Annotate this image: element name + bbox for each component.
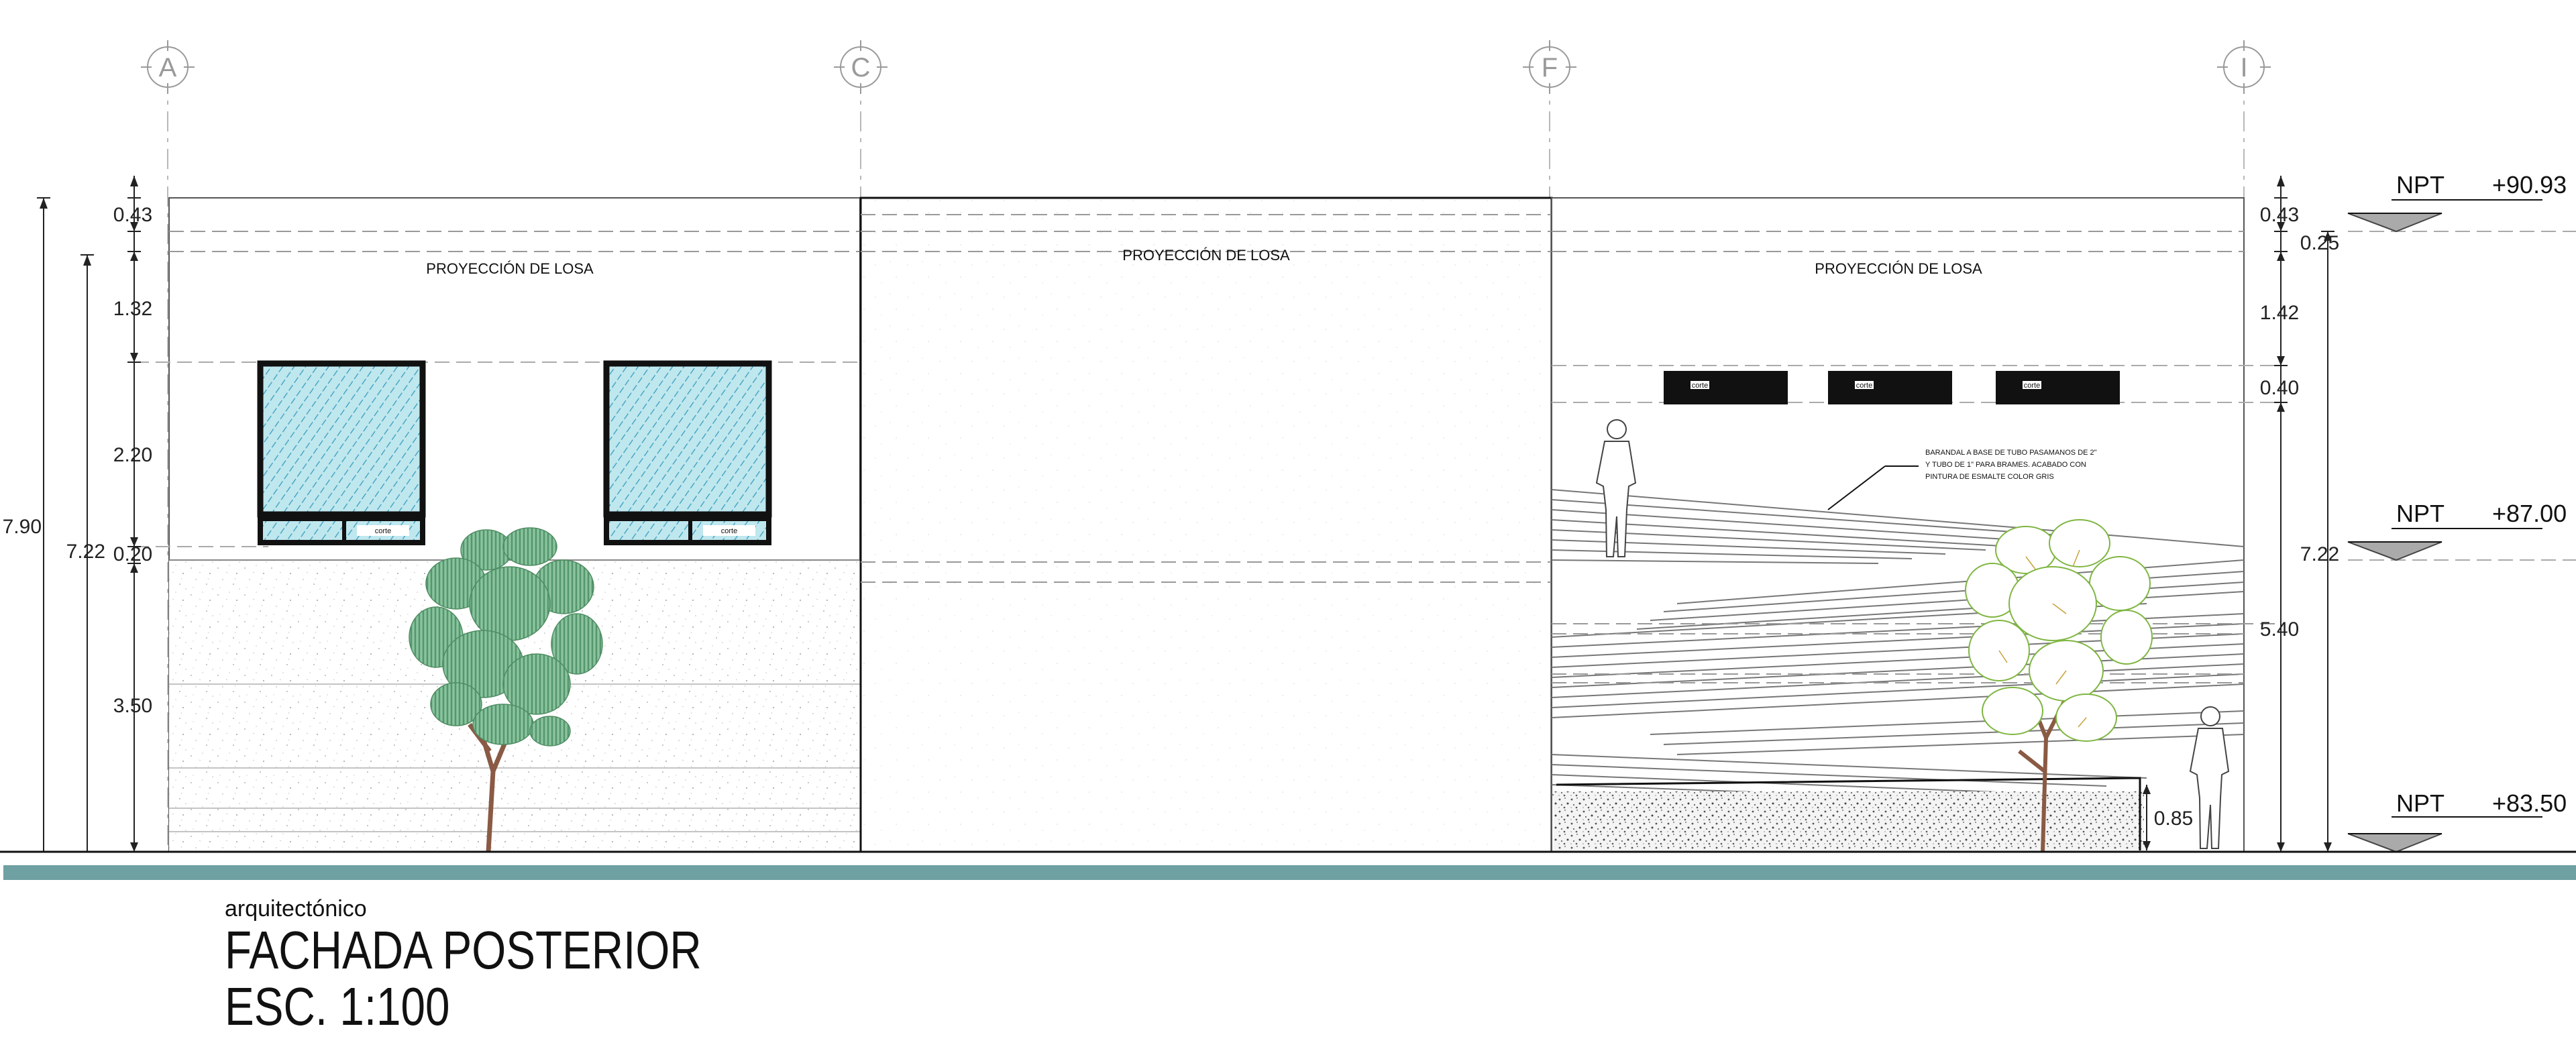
drawing-title: FACHADA POSTERIOR (225, 920, 702, 980)
panel-corte-label-3: corte (2024, 382, 2040, 390)
black-panels: corte corte corte (1664, 371, 2120, 404)
drawing-subtitle: arquitectónico (225, 896, 367, 922)
center-block (859, 197, 1553, 853)
dim-right-side-2: 7.22 (2300, 543, 2339, 565)
dim-left-seg-1: 0.43 (113, 204, 152, 226)
dim-right-side-1: 0.25 (2300, 232, 2339, 254)
barandal-note-line-1: BARANDAL A BASE DE TUBO PASAMANOS DE 2" (1925, 449, 2097, 457)
level-bottom-label: NPT (2396, 789, 2445, 817)
level-marker-bottom: NPT +83.50 (2347, 789, 2567, 853)
losa-label-right: PROYECCIÓN DE LOSA (1815, 260, 1982, 277)
losa-label-left: PROYECCIÓN DE LOSA (426, 260, 594, 277)
axis-label-a: A (159, 53, 177, 82)
tree-right (1965, 519, 2153, 852)
panel-corte-label-1: corte (1692, 382, 1708, 390)
right-facade (1551, 197, 2281, 852)
dim-right-seg-2: 1.42 (2260, 302, 2299, 324)
axis-bubble-i: I (2217, 40, 2271, 94)
level-bottom-value: +83.50 (2492, 789, 2567, 817)
losa-label-center: PROYECCIÓN DE LOSA (1122, 247, 1290, 264)
window-corte-label-2: corte (721, 527, 737, 535)
tree-left (409, 527, 603, 852)
axis-label-i: I (2240, 53, 2247, 82)
barandal-note-line-2: Y TUBO DE 1" PARA BRAMES. ACABADO CON (1925, 461, 2086, 469)
level-marker-top: NPT +90.93 (2347, 171, 2576, 233)
level-mid-label: NPT (2396, 500, 2445, 527)
axis-label-f: F (1542, 53, 1558, 82)
window-left-1: corte (257, 360, 426, 545)
human-figure-upper (1595, 419, 1637, 557)
dim-right-seg-1: 0.43 (2260, 204, 2299, 226)
level-mid-value: +87.00 (2492, 500, 2567, 527)
axis-label-c: C (851, 53, 871, 82)
axis-bubble-c: C (834, 40, 888, 94)
dim-right (2143, 176, 2334, 852)
dim-rail-height: 0.85 (2154, 808, 2193, 830)
barandal-note: BARANDAL A BASE DE TUBO PASAMANOS DE 2" … (1827, 449, 2097, 510)
window-left-2: corte (603, 360, 772, 545)
dim-left-total-2: 7.22 (66, 541, 105, 563)
dim-left-seg-2: 1.32 (113, 298, 152, 320)
title-block: arquitectónico FACHADA POSTERIOR ESC. 1:… (225, 895, 806, 1035)
axis-bubble-f: F (1523, 40, 1576, 94)
window-corte-label-1: corte (375, 527, 391, 535)
axis-bubble-a: A (141, 40, 195, 94)
ground-band (3, 865, 2576, 880)
human-figure-lower (2189, 706, 2230, 849)
dim-left-seg-3: 2.20 (113, 444, 152, 466)
dim-left-total-1: 7.90 (3, 516, 42, 538)
barandal-note-line-3: PINTURA DE ESMALTE COLOR GRIS (1925, 473, 2054, 481)
drawing-scale: ESC. 1:100 (225, 977, 450, 1036)
dim-left (37, 176, 141, 852)
panel-corte-label-2: corte (1856, 382, 1872, 390)
dim-left-seg-5: 3.50 (113, 695, 152, 717)
level-top-value: +90.93 (2492, 171, 2567, 199)
dim-right-seg-3: 0.40 (2260, 377, 2299, 399)
dim-left-seg-4: 0.20 (113, 543, 152, 565)
dim-right-seg-4: 5.40 (2260, 618, 2299, 641)
level-top-label: NPT (2396, 171, 2445, 199)
level-marker-mid: NPT +87.00 (2347, 500, 2576, 561)
